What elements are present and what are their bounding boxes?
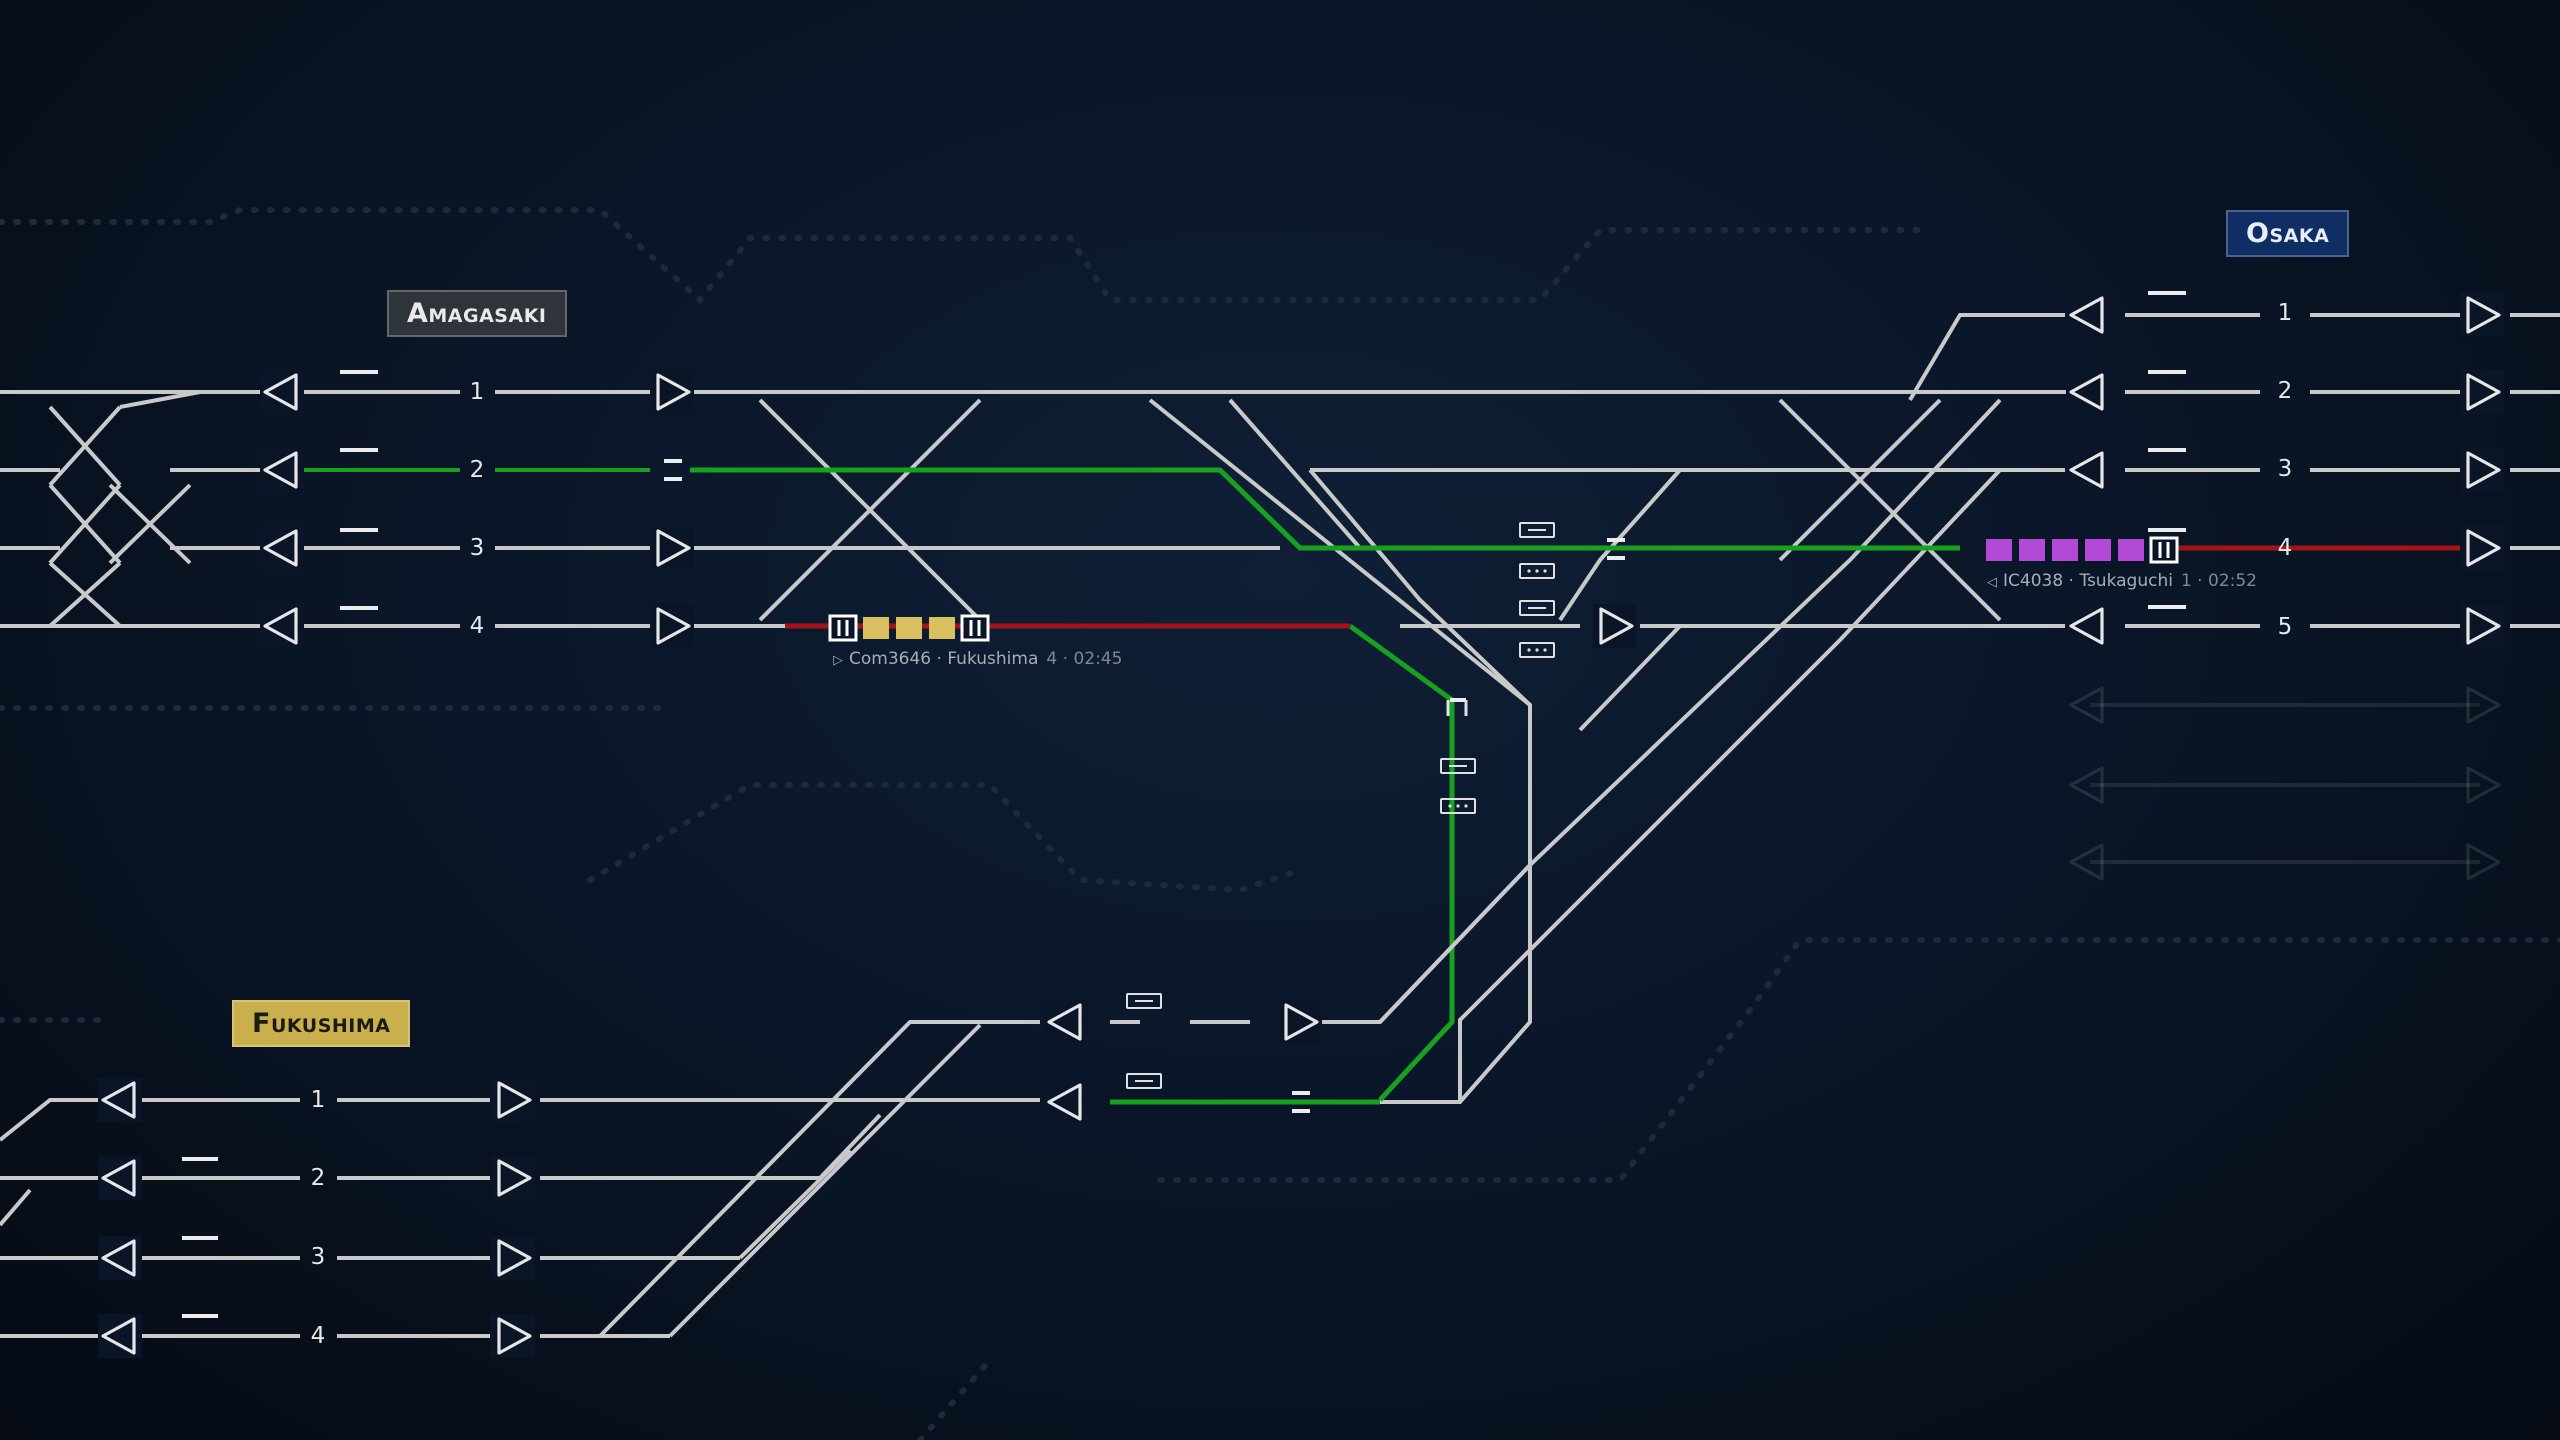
fukushima-tracks (0, 863, 1532, 1338)
osaka-track-2: 2 (2277, 378, 2293, 404)
block-6 (1440, 798, 1476, 814)
signal-branch-3[interactable] (1278, 1000, 1322, 1044)
signal-osaka-dim-1[interactable] (2066, 683, 2110, 727)
train-car (2118, 539, 2144, 561)
amagasaki-track-4: 4 (469, 613, 485, 639)
station-label-osaka[interactable]: Osaka (2226, 210, 2350, 257)
signal-fukushima-west-4[interactable] (98, 1314, 142, 1358)
train-car (2019, 539, 2045, 561)
osaka-track-1: 1 (2277, 300, 2293, 326)
signal-osaka-west-3[interactable] (2066, 448, 2110, 492)
amagasaki-track-2: 2 (469, 457, 485, 483)
train-code: Com3646 (849, 649, 932, 669)
train-platform: 1 (2180, 571, 2192, 591)
signal-fukushima-west-3[interactable] (98, 1236, 142, 1280)
train-car (2052, 539, 2078, 561)
block-4 (1519, 642, 1555, 658)
signal-osaka-west-4[interactable] (2066, 604, 2110, 648)
train-loco-front (960, 614, 990, 642)
train-loco-front (2149, 536, 2179, 564)
signal-osaka-dim-3[interactable] (2066, 840, 2110, 884)
train-time: 02:45 (1073, 649, 1123, 669)
signal-osaka-dim-east-3[interactable] (2460, 840, 2504, 884)
signal-amagasaki-east-2[interactable] (650, 526, 694, 570)
fukushima-track-4: 4 (310, 1323, 326, 1349)
train-destination: Fukushima (947, 649, 1039, 669)
signal-central-4[interactable] (1593, 604, 1637, 648)
signal-osaka-east-5[interactable] (2460, 604, 2504, 648)
signal-osaka-east-1[interactable] (2460, 293, 2504, 337)
signal-fukushima-east-2[interactable] (491, 1156, 535, 1200)
osaka-tracks (2090, 313, 2560, 864)
block-2 (1519, 563, 1555, 579)
station-label-amagasaki[interactable]: Amagasaki (387, 290, 567, 337)
osaka-track-5: 5 (2277, 614, 2293, 640)
block-3 (1519, 600, 1555, 616)
signal-branch-2[interactable] (1044, 1080, 1088, 1124)
fukushima-track-1: 1 (310, 1087, 326, 1113)
platform-markers (182, 291, 2186, 1318)
block-markers (1126, 522, 1555, 1089)
train-code: IC4038 (2003, 571, 2064, 591)
train-car (896, 617, 922, 639)
signals (98, 293, 2504, 1358)
fukushima-track-2: 2 (310, 1165, 326, 1191)
left-arrow-icon: ◁ (1987, 575, 1997, 590)
signal-amagasaki-west-2[interactable] (260, 448, 304, 492)
train-car (1986, 539, 2012, 561)
amagasaki-tracks (0, 390, 650, 628)
signal-amagasaki-west-4[interactable] (260, 604, 304, 648)
train-com3646[interactable] (828, 614, 990, 642)
signal-fukushima-west-1[interactable] (98, 1078, 142, 1122)
route-set-path (690, 467, 1960, 1105)
signal-fukushima-west-2[interactable] (98, 1156, 142, 1200)
background-dotted-lines (0, 207, 2560, 1440)
signal-amagasaki-east-3[interactable] (650, 604, 694, 648)
amagasaki-track-1: 1 (469, 379, 485, 405)
station-label-fukushima[interactable]: Fukushima (232, 1000, 411, 1047)
osaka-track-4: 4 (2277, 535, 2293, 561)
signal-osaka-east-3[interactable] (2460, 448, 2504, 492)
signal-osaka-dim-east-1[interactable] (2460, 683, 2504, 727)
train-destination: Tsukaguchi (2079, 571, 2173, 591)
train-ic4038[interactable] (1986, 536, 2179, 564)
signal-amagasaki-west-1[interactable] (260, 370, 304, 414)
signal-osaka-west-2[interactable] (2066, 370, 2110, 414)
signal-osaka-west-1[interactable] (2066, 293, 2110, 337)
train-car (863, 617, 889, 639)
central-throat-tracks (690, 313, 2070, 1104)
osaka-track-3: 3 (2277, 456, 2293, 482)
signal-osaka-dim-2[interactable] (2066, 763, 2110, 807)
train-platform: 4 (1046, 649, 1058, 669)
fukushima-track-3: 3 (310, 1244, 326, 1270)
train-car (2085, 539, 2111, 561)
signal-fukushima-east-4[interactable] (491, 1314, 535, 1358)
signal-osaka-east-2[interactable] (2460, 370, 2504, 414)
signal-amagasaki-east-1[interactable] (650, 370, 694, 414)
signal-osaka-dim-east-2[interactable] (2460, 763, 2504, 807)
signal-fukushima-east-3[interactable] (491, 1236, 535, 1280)
train-car (929, 617, 955, 639)
signal-osaka-east-4[interactable] (2460, 526, 2504, 570)
block-7 (1126, 993, 1162, 1009)
train-time: 02:52 (2208, 571, 2257, 591)
signal-amagasaki-west-3[interactable] (260, 526, 304, 570)
block-1 (1519, 522, 1555, 538)
right-arrow-icon: ▷ (833, 653, 843, 668)
signal-fukushima-east-1[interactable] (491, 1078, 535, 1122)
signal-branch-1[interactable] (1044, 1000, 1088, 1044)
block-8 (1126, 1073, 1162, 1089)
block-5 (1440, 758, 1476, 774)
train-loco-rear (828, 614, 858, 642)
amagasaki-track-3: 3 (469, 535, 485, 561)
